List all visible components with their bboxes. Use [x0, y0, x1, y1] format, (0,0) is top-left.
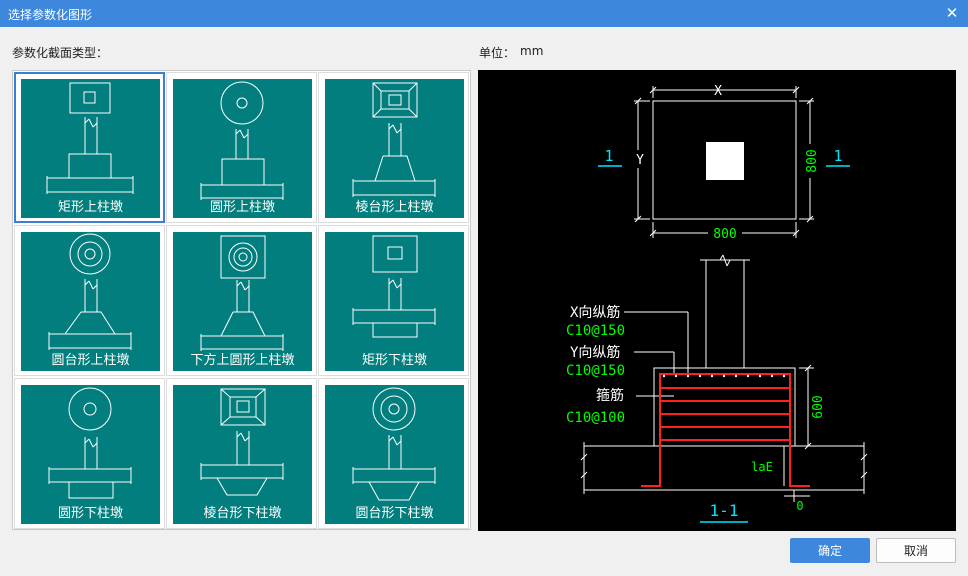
shape-tile: 圆形下柱墩 [21, 385, 160, 524]
shape-label: 圆台形下柱墩 [355, 506, 434, 521]
frustum-lower-pier-icon [200, 388, 284, 496]
shape-tile: 矩形下柱墩 [325, 232, 464, 371]
shape-label: 棱台形上柱墩 [355, 200, 434, 215]
shape-rect-lower[interactable]: 矩形下柱墩 [318, 225, 469, 376]
dim-y: Y [636, 153, 644, 168]
title-bar: 选择参数化图形 ✕ [0, 0, 968, 27]
square-lower-circle-upper-pier-icon [200, 235, 284, 351]
section-type-label: 参数化截面类型： [12, 46, 109, 60]
lae-label: laE [751, 460, 773, 474]
section-mark-left: 1 [604, 147, 613, 165]
shape-tile: 圆形上柱墩 [173, 79, 312, 218]
section-title: 1-1 [710, 501, 739, 520]
ok-button[interactable]: 确定 [790, 538, 870, 563]
frustum-upper-pier-icon [352, 82, 436, 197]
section-preview-drawing: X Y 800 800 1 1 [566, 84, 868, 523]
shape-tile: 下方上圆形上柱墩 [173, 232, 312, 371]
stirrup-label: 箍筋 [596, 387, 624, 404]
shape-square-lower-circle-upper[interactable]: 下方上圆形上柱墩 [166, 225, 317, 376]
shape-label: 矩形下柱墩 [361, 353, 427, 368]
shape-tile: 棱台形下柱墩 [173, 385, 312, 524]
shape-frustum-lower[interactable]: 棱台形下柱墩 [166, 378, 317, 529]
dim-height: 600 [811, 395, 826, 418]
unit-label: 单位： [479, 46, 516, 60]
shape-label: 下方上圆形上柱墩 [190, 353, 295, 368]
shape-label: 圆形下柱墩 [57, 506, 123, 521]
circular-frustum-lower-pier-icon [352, 387, 436, 501]
shape-circular-frustum-upper[interactable]: 圆台形上柱墩 [14, 225, 165, 376]
shape-tile: 矩形上柱墩 [21, 79, 160, 218]
circle-lower-pier-icon [48, 387, 132, 499]
shape-circle-lower[interactable]: 圆形下柱墩 [14, 378, 165, 529]
pier-outline [653, 367, 796, 447]
window-title: 选择参数化图形 [8, 8, 93, 22]
plan-outline [652, 100, 797, 220]
shape-grid: 矩形上柱墩 圆形上柱墩 [12, 70, 471, 530]
y-rebar-label: Y向纵筋 [570, 344, 620, 361]
zero-label: 0 [796, 499, 803, 513]
circular-frustum-upper-pier-icon [48, 233, 132, 350]
shape-label: 圆台形上柱墩 [51, 353, 130, 368]
shape-label: 圆形上柱墩 [209, 200, 275, 215]
shape-tile: 圆台形下柱墩 [325, 385, 464, 524]
dim-bottom: 800 [713, 227, 736, 242]
cancel-button[interactable]: 取消 [876, 538, 956, 563]
unit-value: mm [520, 44, 544, 58]
column-square [706, 142, 744, 180]
shape-rect-upper[interactable]: 矩形上柱墩 [14, 72, 165, 223]
rebar-group [641, 373, 810, 487]
close-icon[interactable]: ✕ [945, 4, 959, 22]
shape-frustum-upper[interactable]: 棱台形上柱墩 [318, 72, 469, 223]
section-mark-right: 1 [833, 147, 842, 165]
shape-circle-upper[interactable]: 圆形上柱墩 [166, 72, 317, 223]
rect-lower-pier-icon [352, 235, 436, 338]
dim-right: 800 [805, 149, 820, 172]
circle-upper-pier-icon [200, 81, 284, 200]
y-rebar-value: C10@150 [566, 363, 625, 379]
dim-x: X [714, 84, 722, 99]
stirrup-value: C10@100 [566, 410, 625, 426]
shape-label: 棱台形下柱墩 [203, 506, 282, 521]
shape-tile: 圆台形上柱墩 [21, 232, 160, 371]
x-rebar-label: X向纵筋 [570, 304, 620, 321]
shape-circular-frustum-lower[interactable]: 圆台形下柱墩 [318, 378, 469, 529]
shape-label: 矩形上柱墩 [57, 200, 123, 215]
shape-tile: 棱台形上柱墩 [325, 79, 464, 218]
x-rebar-value: C10@150 [566, 323, 625, 339]
rect-upper-pier-icon [46, 82, 134, 194]
preview-panel: X Y 800 800 1 1 [478, 70, 956, 531]
